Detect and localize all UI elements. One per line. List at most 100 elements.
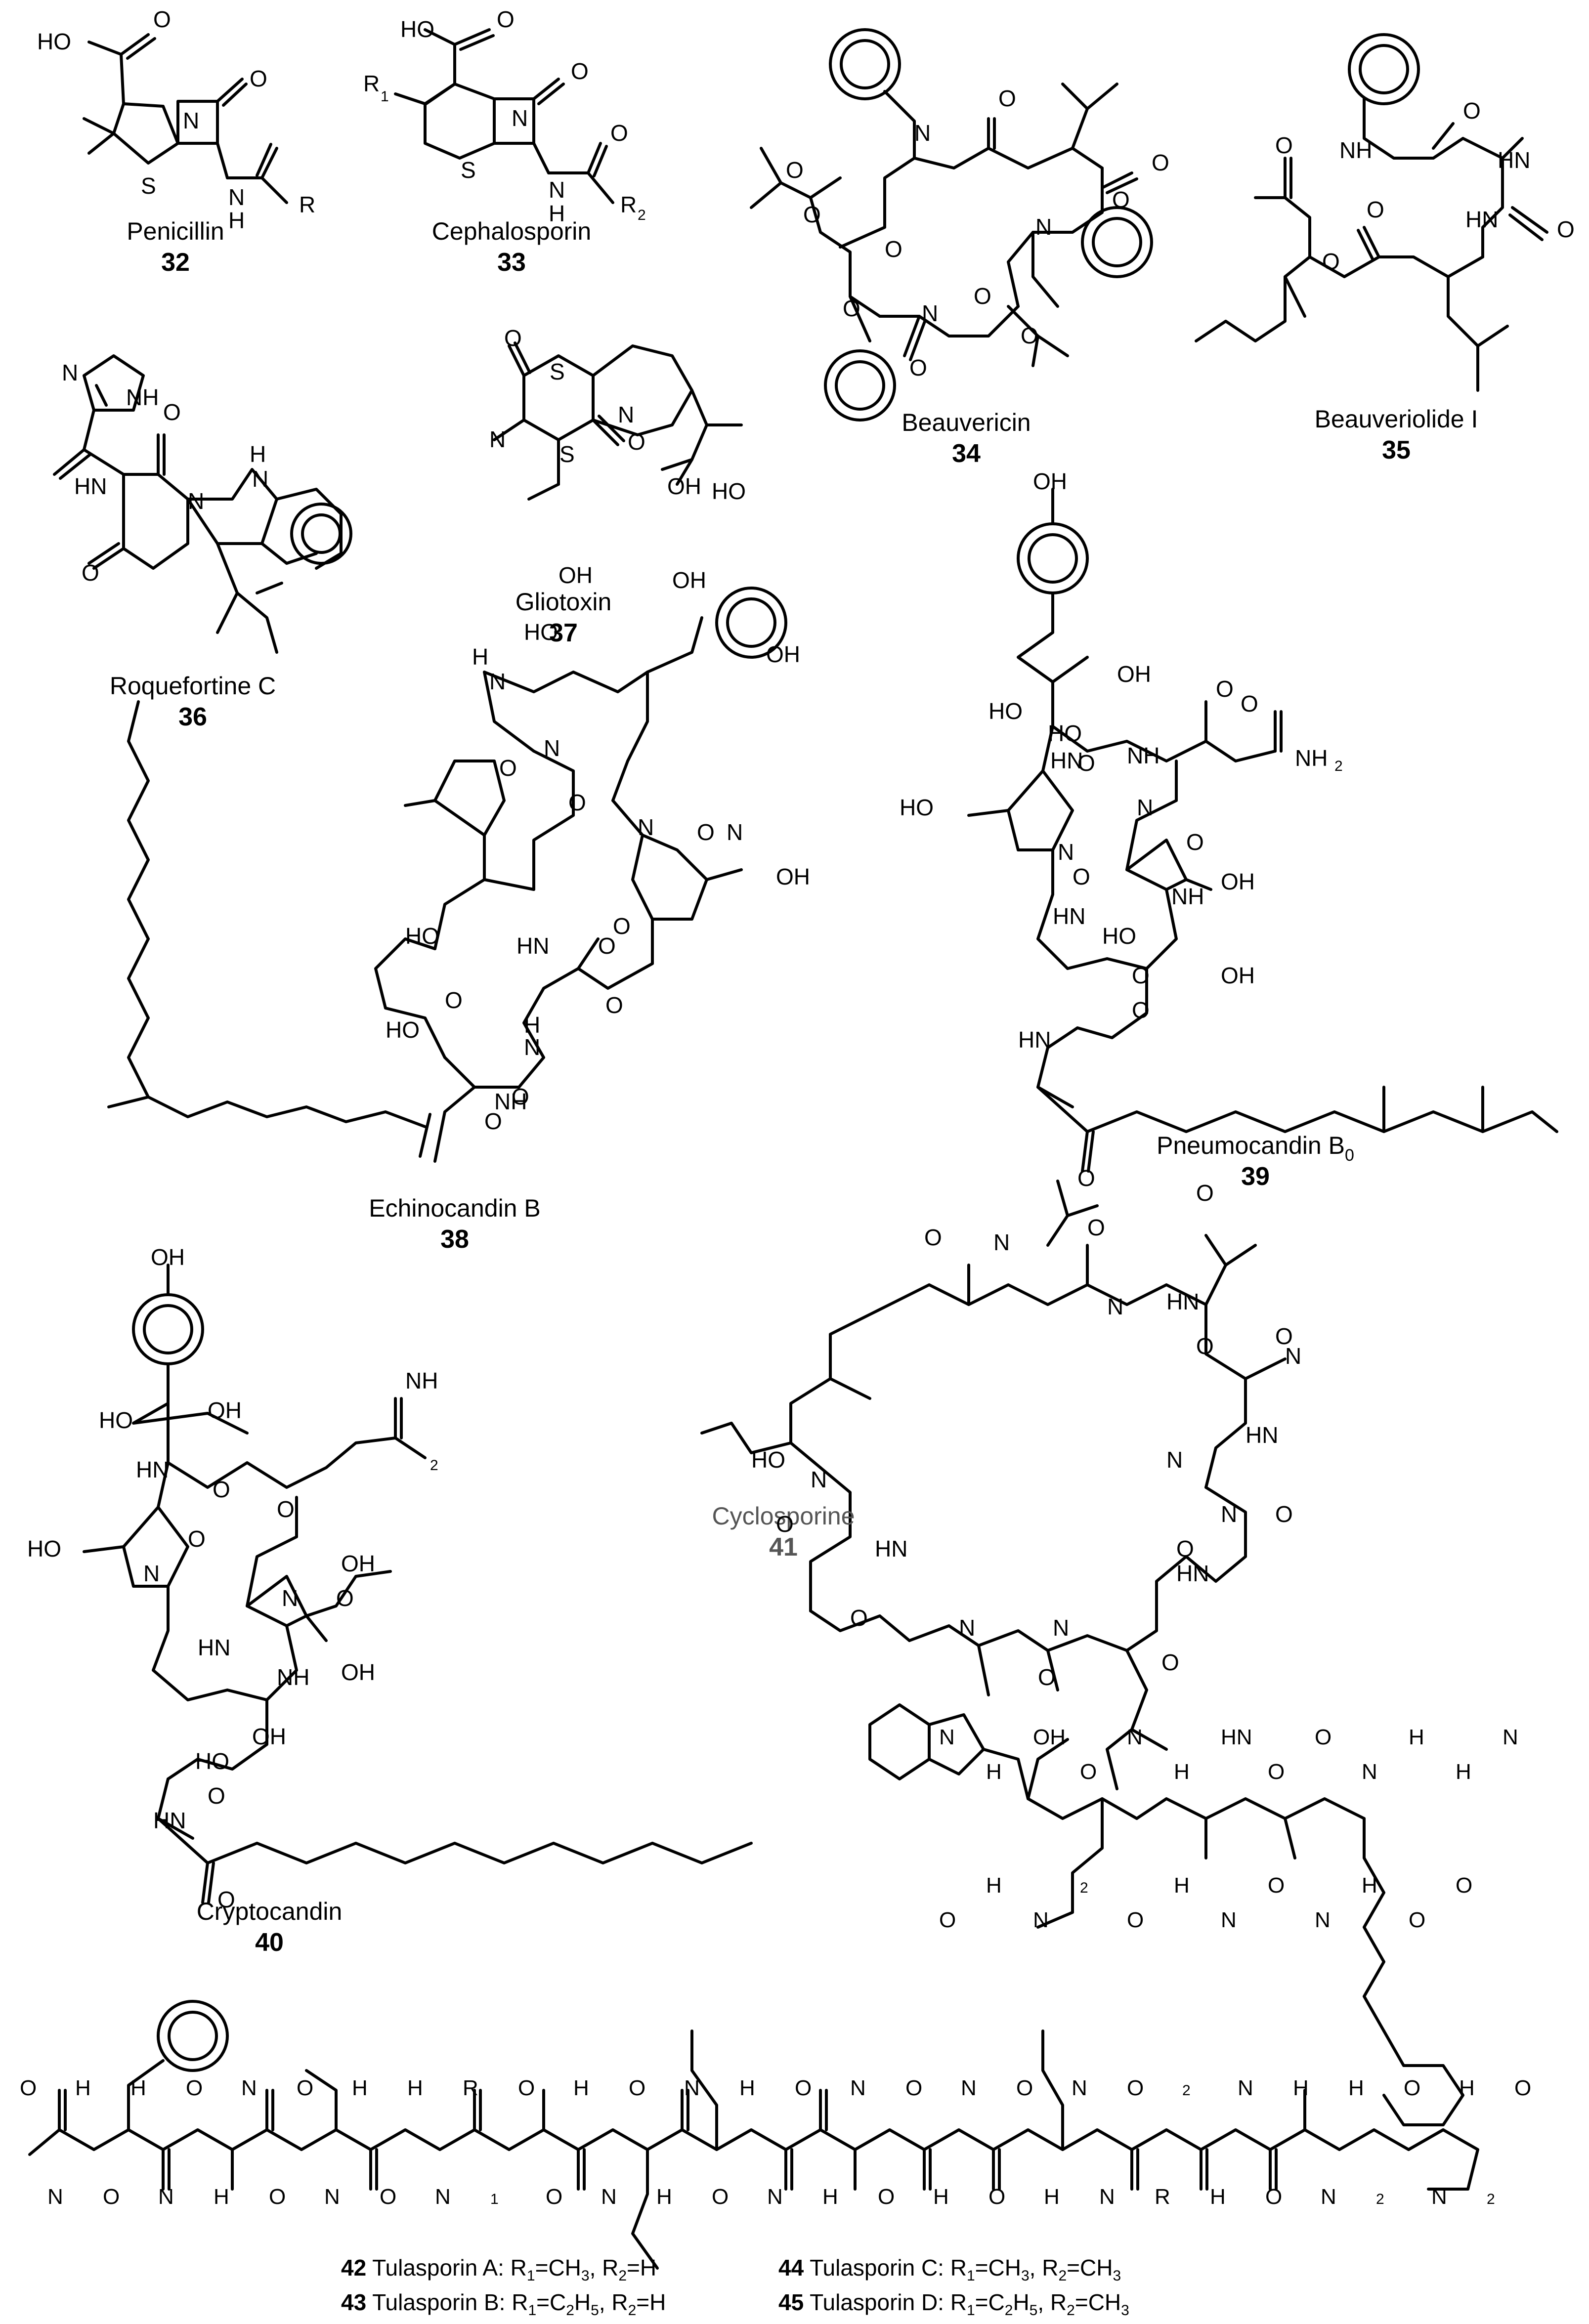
- chain-atom-label-53: 2: [1487, 2191, 1495, 2207]
- atom-label-c38-24: O: [512, 1084, 529, 1109]
- chain-atom-label-18: O: [518, 2076, 535, 2100]
- chain-atom-label-31: O: [878, 2185, 895, 2209]
- atom-label-c34-10: O: [885, 236, 902, 262]
- compound-number-33: 33: [497, 248, 526, 277]
- chain-atom-label-28: O: [795, 2076, 812, 2100]
- chain-atom-label-34: N: [961, 2076, 977, 2100]
- atom-label-c40-3: HN: [136, 1457, 169, 1482]
- chain-atom-label-23: H: [656, 2185, 672, 2209]
- atom-label-c32-7: R: [299, 192, 315, 217]
- atom-label-c38-21: HO: [386, 1017, 420, 1043]
- compound-name-34: Beauvericin: [902, 409, 1031, 436]
- upper-atom-label-5: H: [1174, 1760, 1190, 1784]
- upper-atom-label-7: O: [1268, 1760, 1285, 1784]
- upper-atom-label-19: N: [1221, 1908, 1237, 1932]
- atom-label-c32-3: S: [141, 173, 156, 199]
- chain-atom-label-8: N: [241, 2076, 257, 2100]
- atom-label-c41-1: N: [993, 1229, 1010, 1255]
- atom-label-c41-22: O: [1176, 1536, 1194, 1562]
- atom-label-c35-7: O: [1367, 197, 1384, 222]
- atom-label-c35-5: O: [1557, 216, 1575, 242]
- upper-atom-label-15: N: [1033, 1908, 1049, 1932]
- chain-atom-label-38: N: [1072, 2076, 1087, 2100]
- atom-label-c40-5: NH: [405, 1368, 438, 1394]
- upper-atom-label-24: O: [1456, 1873, 1472, 1898]
- chain-atom-label-16: R: [463, 2076, 478, 2100]
- atom-label-c38-6: N: [544, 735, 560, 761]
- atom-label-c32-1: O: [153, 6, 171, 32]
- atom-label-c38-3: H: [472, 644, 488, 670]
- chain-atom-label-25: O: [712, 2185, 729, 2209]
- atom-label-c38-20: O: [605, 992, 623, 1018]
- chain-atom-label-10: O: [297, 2076, 313, 2100]
- atom-label-c41-14: O: [776, 1511, 794, 1537]
- chain-atom-label-20: H: [573, 2076, 589, 2100]
- atom-label-c33-9: H: [549, 201, 565, 226]
- atom-label-c34-0: N: [914, 120, 931, 146]
- compound-number-39: 39: [1241, 1162, 1270, 1191]
- chain-atom-label-7: H: [214, 2185, 229, 2209]
- atom-label-c39-24: O: [1077, 1165, 1095, 1191]
- atom-label-c32-2: N: [183, 108, 199, 133]
- upper-atom-label-18: H: [1174, 1873, 1190, 1898]
- atom-label-c40-21: O: [217, 1887, 235, 1912]
- atom-label-c34-12: O: [974, 283, 991, 309]
- atom-label-c37-0: O: [504, 325, 522, 351]
- atom-label-c37-1: S: [550, 359, 565, 384]
- atom-label-c33-3: 1: [381, 88, 389, 105]
- atom-label-c41-13: N: [811, 1467, 827, 1492]
- atom-label-c37-7: HO: [712, 478, 746, 504]
- atom-label-c40-4: O: [213, 1477, 230, 1502]
- atom-label-c32-0: HO: [37, 29, 71, 54]
- upper-atom-label-14: H: [986, 1873, 1002, 1898]
- atom-label-c39-3: HO: [1048, 720, 1082, 746]
- atom-label-c32-6: H: [228, 208, 245, 233]
- atom-label-c34-6: N: [1035, 214, 1052, 240]
- atom-label-c35-1: NH: [1339, 137, 1372, 163]
- compound-number-35: 35: [1382, 436, 1411, 465]
- atom-label-c39-16: NH: [1171, 884, 1204, 909]
- atom-label-c38-11: N: [727, 819, 743, 845]
- atom-label-c35-0: O: [1275, 132, 1293, 158]
- atom-label-c40-8: N: [143, 1561, 160, 1586]
- atom-label-c33-1: O: [497, 6, 515, 32]
- compound-number-32: 32: [161, 248, 190, 277]
- chain-atom-label-44: N: [1238, 2076, 1253, 2100]
- chain-atom-label-46: H: [1293, 2076, 1309, 2100]
- chain-atom-label-32: O: [905, 2076, 922, 2100]
- chain-atom-label-54: O: [1514, 2076, 1531, 2100]
- upper-atom-label-1: H: [986, 1760, 1002, 1784]
- atom-label-c39-4: HN: [1050, 748, 1083, 773]
- atom-label-c36-6: HN: [74, 473, 107, 499]
- atom-label-c38-10: O: [697, 819, 715, 845]
- chain-atom-label-37: H: [1044, 2185, 1060, 2209]
- atom-label-c41-10: N: [1166, 1447, 1183, 1473]
- atom-label-c36-3: N: [188, 488, 204, 514]
- atom-label-c34-3: O: [1112, 187, 1130, 212]
- atom-label-c38-9: N: [638, 814, 654, 840]
- upper-atom-label-13: O: [939, 1908, 956, 1932]
- tulasporin-chain-structure: [28, 2000, 1479, 2270]
- atom-label-c41-21: N: [1221, 1501, 1237, 1527]
- cyclosporine-structure: [700, 1180, 1287, 1790]
- chain-atom-label-3: O: [103, 2185, 120, 2209]
- atom-label-c41-12: HO: [751, 1447, 785, 1473]
- atom-label-c39-2: OH: [1117, 661, 1151, 687]
- atom-label-c32-4: O: [250, 66, 267, 91]
- atom-label-c41-15: HN: [875, 1536, 907, 1562]
- beauveriolide-structure: [1195, 33, 1548, 392]
- atom-label-c41-0: O: [924, 1225, 942, 1250]
- cephalosporin-structure: [394, 28, 614, 204]
- atom-label-c38-2: OH: [672, 567, 706, 593]
- atom-label-c41-16: O: [850, 1605, 868, 1631]
- atom-label-c35-3: HN: [1498, 147, 1530, 173]
- chain-atom-label-33: H: [933, 2185, 949, 2209]
- atom-label-c33-4: N: [512, 105, 528, 131]
- atom-label-c39-9: 2: [1334, 758, 1343, 774]
- chain-atom-label-39: N: [1099, 2185, 1115, 2209]
- compound-number-41: 41: [769, 1533, 798, 1562]
- atom-label-c40-11: N: [282, 1585, 298, 1611]
- caption-42: 42 Tulasporin A: R1=CH3, R2=H: [341, 2255, 656, 2284]
- atom-label-c39-17: HN: [1053, 903, 1085, 929]
